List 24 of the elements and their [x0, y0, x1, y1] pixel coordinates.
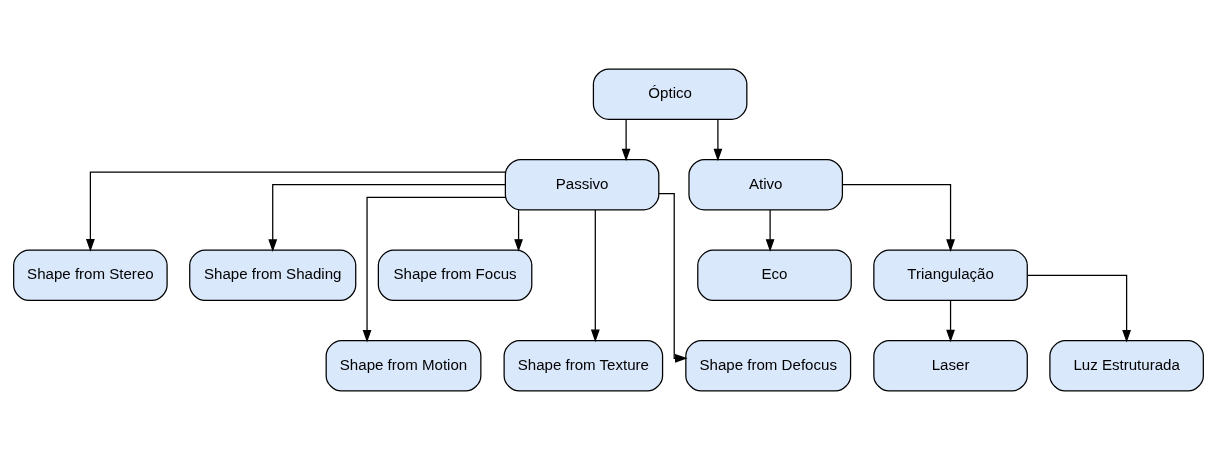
- node-box: Shape from Focus: [377, 249, 533, 301]
- node-box: Shape from Texture: [503, 339, 664, 392]
- arrow: [362, 196, 506, 342]
- arrow: [946, 299, 955, 342]
- node-box: Shape from Stereo: [13, 249, 168, 301]
- node-box: Triangulação: [873, 249, 1028, 301]
- arrow: [765, 208, 775, 252]
- node-box: Luz Estruturada: [1049, 339, 1204, 392]
- arrow: [514, 208, 523, 252]
- arrow: [713, 118, 723, 161]
- arrow: [621, 118, 631, 161]
- node-box: Shape from Defocus: [685, 339, 852, 392]
- node-box: Óptico: [592, 67, 748, 120]
- arrow: [85, 171, 506, 252]
- node-box: Eco: [697, 249, 852, 301]
- node-box: Shape from Shading: [189, 249, 357, 301]
- arrow: [268, 183, 506, 252]
- node-box: Laser: [873, 339, 1028, 392]
- node-box: Passivo: [504, 158, 660, 210]
- arrow: [590, 208, 600, 342]
- node-box: Ativo: [688, 158, 844, 210]
- arrow: [1027, 274, 1132, 342]
- node-box: Shape from Motion: [325, 339, 482, 392]
- arrow: [841, 183, 955, 252]
